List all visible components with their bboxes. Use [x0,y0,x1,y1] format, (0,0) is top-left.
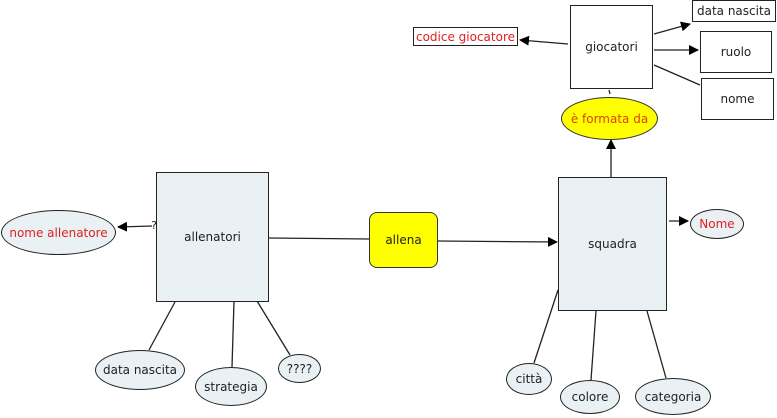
relation-allena-label: allena [385,233,422,247]
relation-formata-da[interactable]: è formata da [561,97,658,140]
relation-allena[interactable]: allena [369,212,438,268]
attribute-colore-label: colore [571,390,609,404]
attribute-codice-giocatore-label: codice giocatore [415,29,516,44]
entity-giocatori-label: giocatori [585,40,638,54]
attribute-categoria-label: categoria [644,389,702,404]
edge-allenatori-strategia [231,300,235,368]
entity-allenatori-label: allenatori [184,230,241,244]
edge-squadra-colore [590,310,597,381]
entity-allenatori[interactable]: allenatori [156,172,269,302]
edge-allenatori-nome-allenatore [117,221,153,232]
attribute-nome-squadra-label: Nome [699,217,735,231]
attribute-ruolo-label: ruolo [720,45,752,59]
attribute-allenatori-data-nascita-label: data nascita [102,363,178,377]
attribute-citta[interactable]: città [506,363,552,395]
edge-giocatori-data-nascita [653,21,691,35]
attribute-allenatori-data-nascita[interactable]: data nascita [95,350,185,390]
entity-squadra[interactable]: squadra [558,177,667,311]
edge-giocatori-codice [519,35,569,46]
entity-giocatori[interactable]: giocatori [570,5,653,89]
edge-allenatori-unknown [256,300,291,356]
attribute-ruolo[interactable]: ruolo [700,31,772,73]
edge-squadra-citta [533,289,559,364]
attribute-categoria[interactable]: categoria [635,378,711,415]
attribute-unknown[interactable]: ???? [278,354,321,383]
edge-allenatori-data-nascita [148,301,176,351]
edge-allenatori-allena [268,237,370,240]
attribute-giocatori-data-nascita-label: data nascita [696,4,772,18]
stray-question-mark: ? [151,218,157,232]
entity-squadra-label: squadra [588,237,637,251]
attribute-colore[interactable]: colore [560,380,620,414]
attribute-nome-allenatore-label: nome allenatore [9,225,108,240]
attribute-unknown-label: ???? [286,361,313,376]
edge-squadra-categoria [646,310,667,379]
attribute-strategia[interactable]: strategia [195,367,267,406]
attribute-nome[interactable]: nome [701,78,774,120]
edge-allena-squadra [437,236,558,247]
attribute-citta-label: città [515,372,543,386]
attribute-nome-allenatore[interactable]: nome allenatore [1,210,116,255]
attribute-strategia-label: strategia [204,379,258,394]
relation-formata-da-label: è formata da [570,111,649,126]
attribute-nome-squadra[interactable]: Nome [690,209,744,239]
edge-formata-da-giocatori [608,89,611,95]
attribute-giocatori-data-nascita[interactable]: data nascita [692,0,776,22]
attribute-codice-giocatore[interactable]: codice giocatore [413,27,518,46]
attribute-nome-label: nome [720,92,755,106]
edge-giocatori-nome [653,64,701,86]
